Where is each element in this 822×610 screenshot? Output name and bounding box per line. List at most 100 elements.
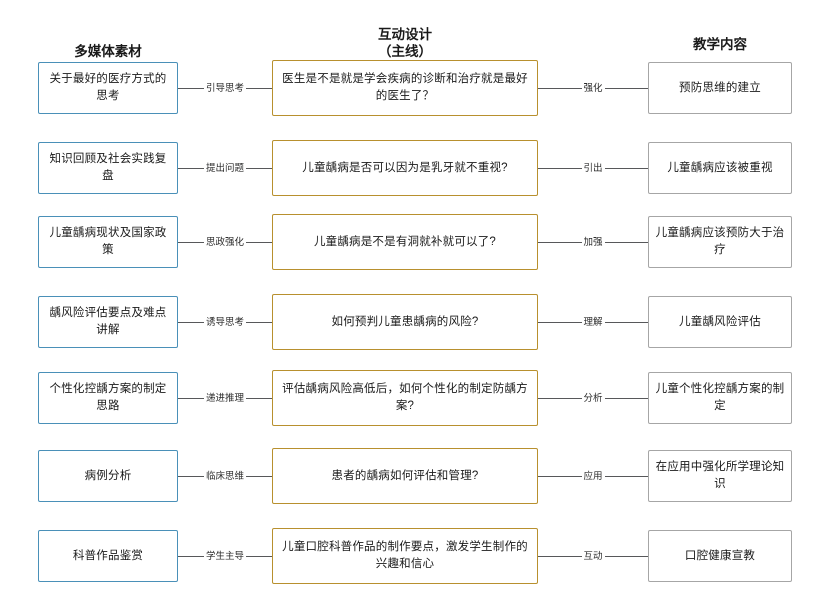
- connector-left: 思政强化: [178, 236, 273, 248]
- multimedia-node-label: 病例分析: [84, 469, 132, 482]
- teaching-content-node[interactable]: 儿童龋病应该预防大于治疗: [648, 216, 792, 268]
- connector-left: 提出问题: [178, 162, 273, 174]
- column-header-teaching-content-label: 教学内容: [693, 37, 747, 52]
- teaching-content-node-label: 儿童龋病应该预防大于治疗: [655, 227, 785, 256]
- interaction-node-label: 如何预判儿童患龋病的风险?: [331, 315, 479, 328]
- teaching-content-node[interactable]: 在应用中强化所学理论知识: [648, 450, 792, 502]
- connector-line: [178, 397, 204, 400]
- teaching-content-node[interactable]: 儿童龋风险评估: [648, 296, 792, 348]
- multimedia-node[interactable]: 龋风险评估要点及难点讲解: [38, 296, 178, 348]
- connector-line: [538, 241, 582, 244]
- connector-line: [604, 87, 649, 90]
- connector-left-label: 临床思维: [204, 470, 247, 482]
- multimedia-node-label: 关于最好的医疗方式的思考: [49, 73, 167, 102]
- connector-left-label: 引导思考: [204, 82, 247, 94]
- column-header-multimedia-label: 多媒体素材: [74, 44, 142, 59]
- interaction-node-label: 评估龋病风险高低后，如何个性化的制定防龋方案?: [282, 383, 528, 412]
- interaction-node-label: 医生是不是就是学会疾病的诊断和治疗就是最好的医生了？: [282, 73, 528, 102]
- connector-left-label: 提出问题: [204, 162, 247, 174]
- connector-right-label: 分析: [581, 392, 605, 404]
- interaction-node-label: 儿童龋病是否可以因为是乳牙就不重视?: [302, 161, 508, 174]
- connector-line: [246, 475, 273, 478]
- connector-right: 强化: [538, 82, 649, 94]
- connector-line: [246, 241, 273, 244]
- teaching-content-node[interactable]: 儿童龋病应该被重视: [648, 142, 792, 194]
- connector-line: [538, 397, 582, 400]
- connector-line: [604, 241, 649, 244]
- connector-line: [178, 321, 204, 324]
- connector-left: 学生主导: [178, 550, 273, 562]
- teaching-content-node-label: 儿童个性化控龋方案的制定: [655, 383, 785, 412]
- multimedia-node[interactable]: 关于最好的医疗方式的思考: [38, 62, 178, 114]
- multimedia-node[interactable]: 病例分析: [38, 450, 178, 502]
- flow-row: 龋风险评估要点及难点讲解 诱导思考 如何预判儿童患龋病的风险? 理解 儿童龋风险评估: [0, 290, 822, 354]
- connector-left: 临床思维: [178, 470, 273, 482]
- connector-left: 诱导思考: [178, 316, 273, 328]
- connector-left-label: 递进推理: [204, 392, 247, 404]
- column-header-teaching-content: 教学内容: [648, 36, 792, 53]
- connector-line: [604, 555, 649, 558]
- connector-right-label: 互动: [581, 550, 605, 562]
- interaction-node[interactable]: 评估龋病风险高低后，如何个性化的制定防龋方案?: [272, 370, 538, 426]
- connector-right-label: 强化: [581, 82, 605, 94]
- connector-line: [604, 321, 649, 324]
- interaction-node[interactable]: 医生是不是就是学会疾病的诊断和治疗就是最好的医生了？: [272, 60, 538, 116]
- multimedia-node[interactable]: 儿童龋病现状及国家政策: [38, 216, 178, 268]
- connector-right: 加强: [538, 236, 649, 248]
- interaction-node[interactable]: 儿童龋病是不是有洞就补就可以了?: [272, 214, 538, 270]
- multimedia-node-label: 个性化控龋方案的制定思路: [49, 383, 167, 412]
- connector-left: 递进推理: [178, 392, 273, 404]
- column-header-interaction-label: 互动设计: [378, 27, 432, 42]
- connector-line: [178, 241, 204, 244]
- teaching-content-node[interactable]: 口腔健康宣教: [648, 530, 792, 582]
- multimedia-node[interactable]: 个性化控龋方案的制定思路: [38, 372, 178, 424]
- connector-line: [246, 321, 273, 324]
- teaching-content-node[interactable]: 儿童个性化控龋方案的制定: [648, 372, 792, 424]
- connector-right: 分析: [538, 392, 649, 404]
- connector-line: [604, 397, 649, 400]
- teaching-content-node-label: 预防思维的建立: [679, 81, 761, 94]
- flow-row: 病例分析 临床思维 患者的龋病如何评估和管理?应用在应用中强化所学理论知识: [0, 444, 822, 508]
- connector-line: [246, 87, 273, 90]
- flow-row: 关于最好的医疗方式的思考 引导思考 医生是不是就是学会疾病的诊断和治疗就是最好的医生…: [0, 56, 822, 120]
- flow-row: 科普作品鉴赏 学生主导 儿童口腔科普作品的制作要点，激发学生制作的兴趣和信心 互动 口腔…: [0, 524, 822, 588]
- column-header-interaction: 互动设计 （主线）: [272, 26, 538, 60]
- connector-right: 应用: [538, 470, 649, 482]
- teaching-content-node-label: 儿童龋病应该被重视: [667, 161, 773, 174]
- connector-line: [538, 167, 582, 170]
- connector-left-label: 诱导思考: [204, 316, 247, 328]
- connector-line: [538, 475, 582, 478]
- connector-line: [604, 475, 649, 478]
- connector-line: [178, 475, 204, 478]
- connector-line: [246, 397, 273, 400]
- connector-line: [538, 87, 582, 90]
- multimedia-node[interactable]: 知识回顾及社会实践复盘: [38, 142, 178, 194]
- interaction-node[interactable]: 儿童口腔科普作品的制作要点，激发学生制作的兴趣和信心: [272, 528, 538, 584]
- teaching-content-node-label: 儿童龋风险评估: [679, 315, 761, 328]
- connector-line: [178, 555, 204, 558]
- interaction-node[interactable]: 如何预判儿童患龋病的风险?: [272, 294, 538, 350]
- connector-right: 互动: [538, 550, 649, 562]
- flow-row: 个性化控龋方案的制定思路 递进推理 评估龋病风险高低后，如何个性化的制定防龋方案? 分…: [0, 366, 822, 430]
- connector-line: [538, 555, 582, 558]
- multimedia-node-label: 儿童龋病现状及国家政策: [49, 227, 167, 256]
- multimedia-node-label: 龋风险评估要点及难点讲解: [49, 307, 167, 336]
- connector-line: [178, 87, 204, 90]
- connector-line: [246, 555, 273, 558]
- interaction-node[interactable]: 患者的龋病如何评估和管理?: [272, 448, 538, 504]
- multimedia-node-label: 知识回顾及社会实践复盘: [49, 153, 167, 182]
- interaction-node-label: 儿童口腔科普作品的制作要点，激发学生制作的兴趣和信心: [282, 541, 528, 570]
- connector-right-label: 引出: [581, 162, 605, 174]
- flow-row: 知识回顾及社会实践复盘 提出问题 儿童龋病是否可以因为是乳牙就不重视? 引出 儿童龋病应…: [0, 136, 822, 200]
- teaching-content-node-label: 在应用中强化所学理论知识: [655, 461, 785, 490]
- column-header-interaction-sublabel: （主线）: [378, 44, 432, 59]
- connector-left: 引导思考: [178, 82, 273, 94]
- connector-right: 引出: [538, 162, 649, 174]
- connector-right-label: 加强: [581, 236, 605, 248]
- connector-right-label: 理解: [581, 316, 605, 328]
- multimedia-node[interactable]: 科普作品鉴赏: [38, 530, 178, 582]
- interaction-node[interactable]: 儿童龋病是否可以因为是乳牙就不重视?: [272, 140, 538, 196]
- connector-line: [246, 167, 273, 170]
- teaching-content-node[interactable]: 预防思维的建立: [648, 62, 792, 114]
- connector-left-label: 学生主导: [204, 550, 247, 562]
